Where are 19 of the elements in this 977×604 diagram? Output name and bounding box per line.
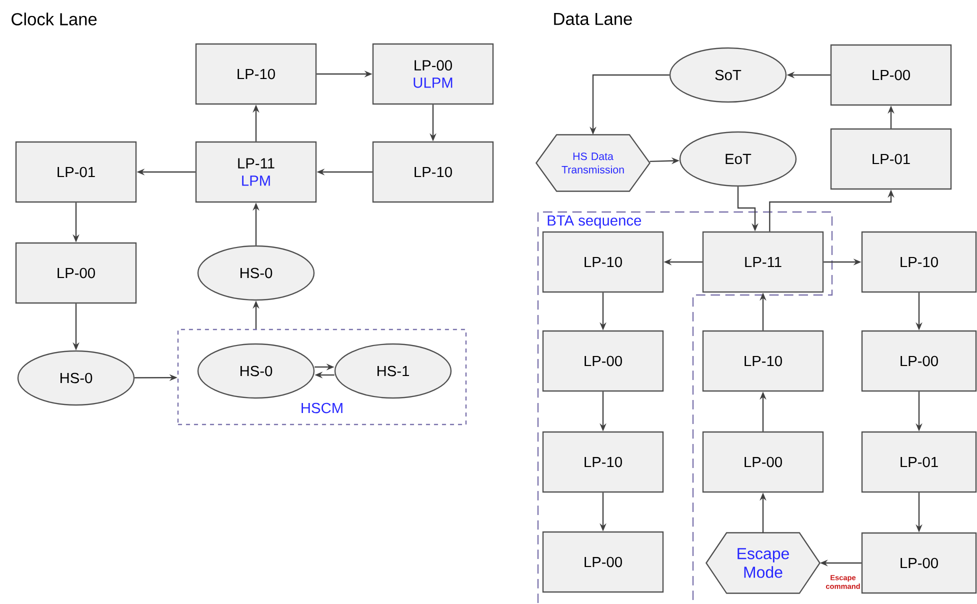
state-box: LP-00 [861,532,977,594]
heading: Clock Lane [12,12,97,26]
state-box: LP-10 [542,231,664,293]
state-box: LP-01 [830,128,952,190]
state-box: LP-00 [15,242,137,304]
heading: Data Lane [554,12,632,26]
state-box: LP-11 LPM [195,141,317,203]
state-box: LP-01 [15,141,137,203]
state-box: LP-10 [861,231,977,293]
state-box: LP-01 [861,431,977,493]
state-box: LP-11 [702,231,824,293]
state-box: LP-10 [372,141,494,203]
state-box: LP-00 [542,531,664,593]
state-box: LP-00 [861,330,977,392]
state-box: LP-00 [542,330,664,392]
state-box: LP-00 [830,44,952,106]
state-box: LP-00 ULPM [372,43,494,105]
state-box: LP-10 [195,43,317,105]
state-box: LP-10 [542,431,664,493]
